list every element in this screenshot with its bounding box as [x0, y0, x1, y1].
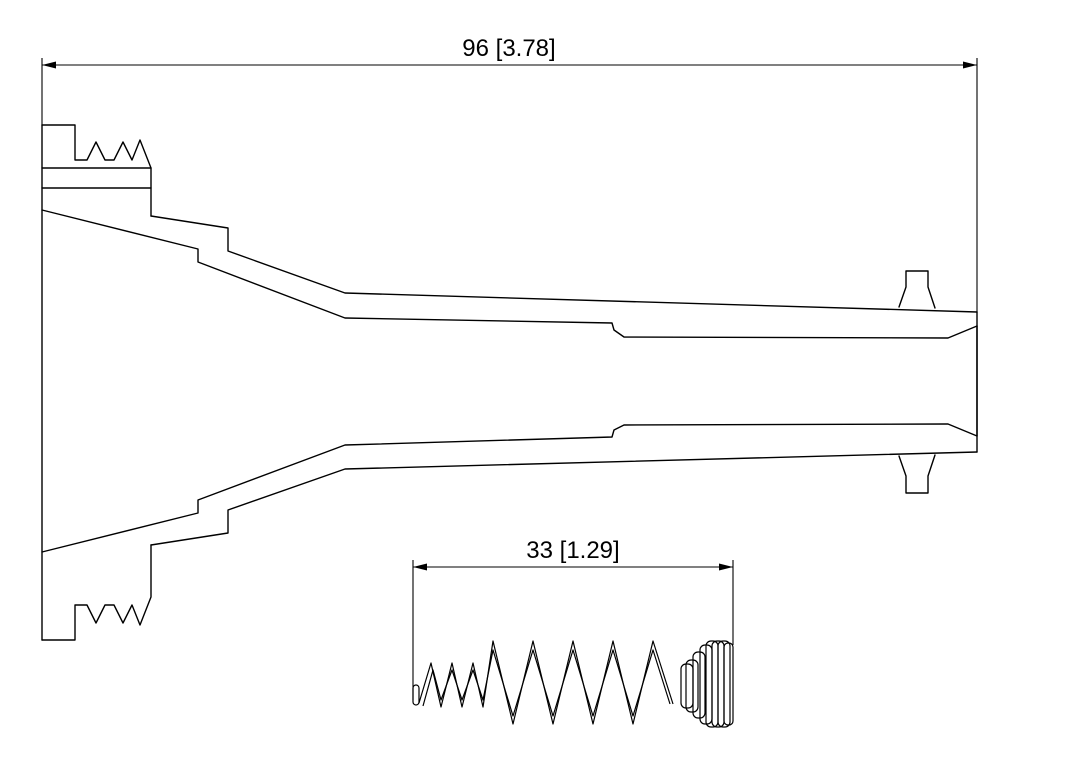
outer-profile-bottom [150, 451, 978, 546]
overall-length-dimension: 96 [3.78] [41, 35, 978, 312]
barb-top [898, 270, 936, 309]
arrowhead-right [963, 61, 977, 69]
thread-bottom [41, 544, 152, 641]
arrowhead-left [42, 61, 56, 69]
spring-small-coils-inner [422, 649, 671, 717]
spring-end-tip [412, 684, 420, 706]
spring-small-coils-outer [418, 640, 674, 725]
outer-profile-top [150, 215, 978, 313]
spring-arrowhead-right [719, 563, 733, 571]
spring-length-label: 33 [1.29] [526, 537, 619, 564]
nozzle-body [41, 124, 978, 641]
inner-bore-top [41, 209, 978, 339]
overall-length-label: 96 [3.78] [462, 35, 555, 62]
spring-dense-coils [680, 640, 734, 728]
spring-length-dimension: 33 [1.29] [412, 537, 734, 700]
spring-arrowhead-left [413, 563, 427, 571]
barb-bottom [898, 454, 936, 494]
spring [412, 640, 734, 728]
thread-top [41, 124, 152, 217]
inner-bore-bottom [41, 423, 978, 553]
